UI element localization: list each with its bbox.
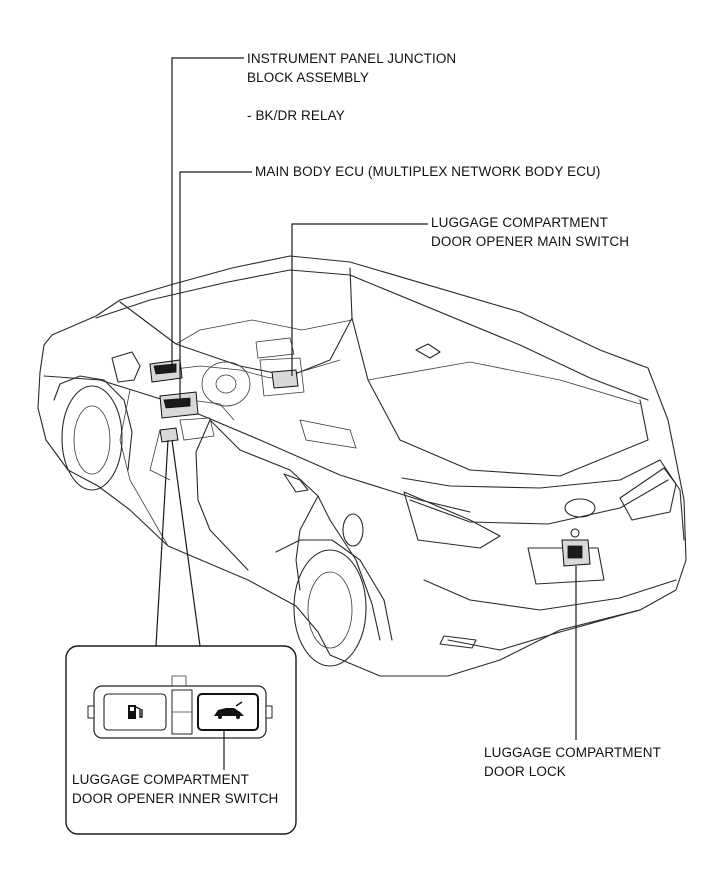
bk-dr-relay-label: - BK/DR RELAY <box>247 108 345 123</box>
leader-lines <box>155 57 577 740</box>
opener-main-switch-label-line2: DOOR OPENER MAIN SWITCH <box>431 234 630 249</box>
door-lock-label-line2: DOOR LOCK <box>484 764 566 779</box>
opener-inner-switch-label-line2: DOOR OPENER INNER SWITCH <box>72 791 279 806</box>
main-body-ecu-label: MAIN BODY ECU (MULTIPLEX NETWORK BODY EC… <box>255 164 601 179</box>
junction-block-label-line2: BLOCK ASSEMBLY <box>247 70 369 85</box>
car-outline <box>37 255 687 677</box>
fuel-pump-icon <box>128 705 143 719</box>
sedan-illustration <box>37 255 687 677</box>
door-lock-label: LUGGAGE COMPARTMENT DOOR LOCK <box>484 743 661 781</box>
door-lock-marker <box>561 528 591 567</box>
door-lock-label-line1: LUGGAGE COMPARTMENT <box>484 745 661 760</box>
inner-switch-inset <box>65 645 297 835</box>
opener-main-switch-marker <box>271 369 299 389</box>
main-body-ecu-marker <box>159 391 199 419</box>
junction-block-marker <box>149 359 183 383</box>
opener-inner-switch-label: LUGGAGE COMPARTMENT DOOR OPENER INNER SW… <box>72 770 278 808</box>
opener-main-switch-label-line1: LUGGAGE COMPARTMENT <box>431 215 608 230</box>
opener-inner-switch-label-line1: LUGGAGE COMPARTMENT <box>72 772 249 787</box>
car-trunk-icon <box>214 701 244 719</box>
junction-block-label-line1: INSTRUMENT PANEL JUNCTION <box>247 51 457 66</box>
inner-switch-location-marker <box>159 427 179 443</box>
junction-block-label: INSTRUMENT PANEL JUNCTION BLOCK ASSEMBLY <box>247 49 456 87</box>
opener-main-switch-label: LUGGAGE COMPARTMENT DOOR OPENER MAIN SWI… <box>431 213 629 251</box>
